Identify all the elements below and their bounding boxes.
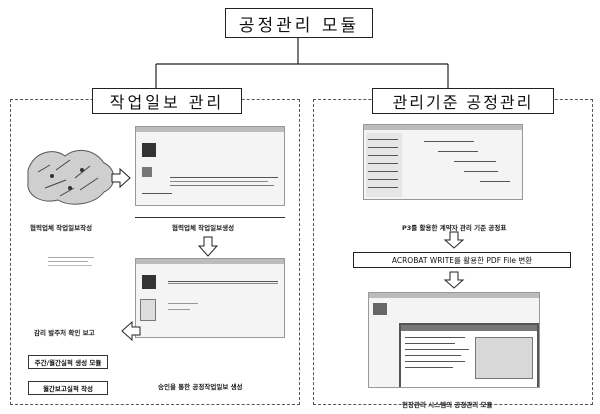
left-section-title: 작업일보 관리 — [109, 93, 225, 112]
left-section-title-box: 작업일보 관리 — [92, 88, 242, 114]
acrobat-conversion-box: ACROBAT WRITE를 활용한 PDF File 변환 — [353, 252, 571, 268]
report-screenshot-bottom — [135, 258, 285, 338]
module-title-box: 공정관리 모듈 — [225, 8, 373, 38]
report-screenshot-top — [135, 126, 285, 206]
report-caption: 협력업체 작업일보생성 — [172, 224, 235, 232]
module-title: 공정관리 모듈 — [238, 15, 360, 36]
monthly-report-box: 월간보고실적 작성 — [28, 381, 108, 395]
weekly-monthly-box: 주간/월간실적 생성 모듈 — [28, 355, 108, 369]
right-section-title: 관리기준 공정관리 — [392, 93, 534, 112]
approval-caption: 승인을 통한 공정작업일보 생성 — [158, 383, 243, 391]
map-caption: 협력업체 작업일보작성 — [30, 224, 93, 232]
map-detail-text — [48, 255, 98, 267]
system-module-screenshot — [368, 292, 540, 388]
management-caption: 감리 발주처 확인 보고 — [34, 329, 95, 337]
right-section-title-box: 관리기준 공정관리 — [372, 88, 554, 114]
system-caption: 현장관리 시스템의 공정관리 모듈 — [402, 401, 493, 409]
p3-schedule-screenshot — [363, 124, 523, 200]
p3-caption: P3를 활용한 계약자 관리 기준 공정표 — [402, 224, 507, 232]
